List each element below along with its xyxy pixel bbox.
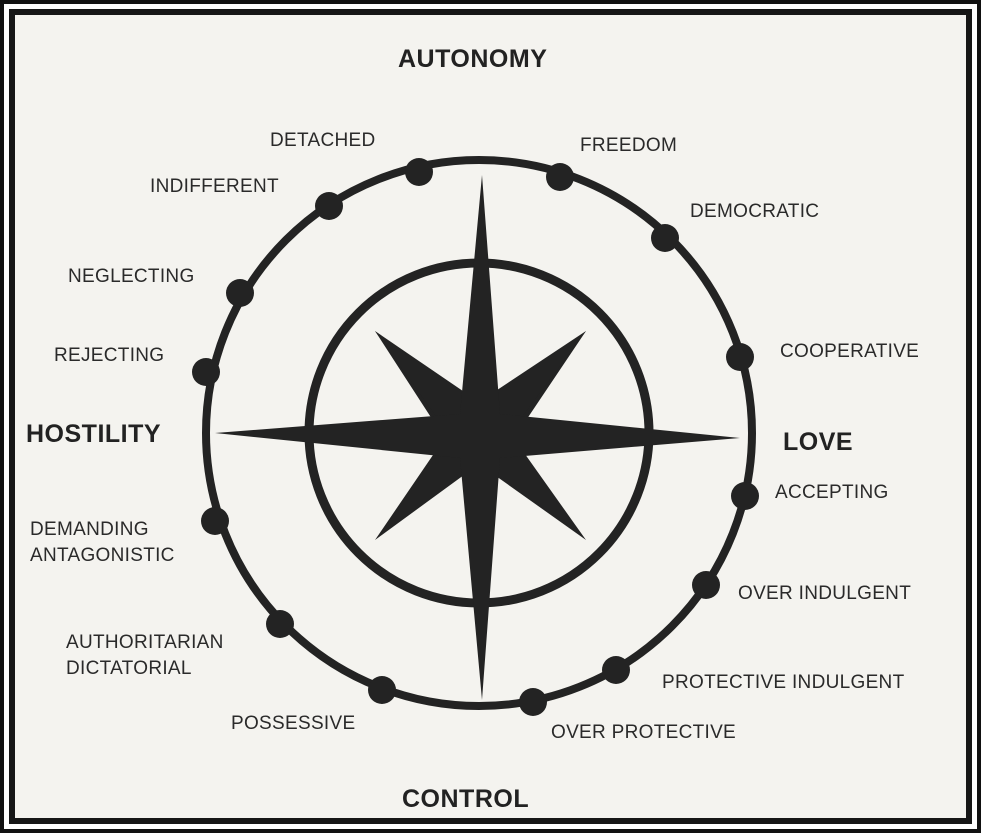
label-possessive: POSSESSIVE — [231, 713, 356, 734]
label-over-protective: OVER PROTECTIVE — [551, 722, 737, 743]
dot-over-protective — [519, 688, 547, 716]
label-antagonistic: ANTAGONISTIC — [30, 545, 175, 566]
label-freedom: FREEDOM — [580, 135, 678, 156]
label-neglecting: NEGLECTING — [68, 266, 195, 287]
dot-detached — [405, 158, 433, 186]
label-over-indulgent: OVER INDULGENT — [738, 583, 912, 604]
axis-left-label: HOSTILITY — [26, 420, 162, 448]
dot-democratic — [651, 224, 679, 252]
dot-authoritarian — [266, 610, 294, 638]
axis-top-label: AUTONOMY — [398, 45, 548, 73]
dot-protective-indulgent — [602, 656, 630, 684]
dot-over-indulgent — [692, 571, 720, 599]
label-accepting: ACCEPTING — [775, 482, 889, 503]
axis-right-label: LOVE — [783, 428, 854, 456]
label-detached: DETACHED — [270, 130, 376, 151]
dot-rejecting — [192, 358, 220, 386]
label-cooperative: COOPERATIVE — [780, 341, 920, 362]
label-dictatorial: DICTATORIAL — [66, 658, 192, 679]
label-rejecting: REJECTING — [54, 345, 165, 366]
label-democratic: DEMOCRATIC — [690, 201, 820, 222]
axis-bottom-label: CONTROL — [402, 785, 530, 813]
label-protective-indulgent: PROTECTIVE INDULGENT — [662, 672, 905, 693]
label-indifferent: INDIFFERENT — [150, 176, 279, 197]
ring-dots — [192, 158, 759, 716]
dot-demanding — [201, 507, 229, 535]
dot-possessive — [368, 676, 396, 704]
compass-star — [215, 175, 740, 700]
label-demanding: DEMANDING — [30, 519, 149, 540]
dot-freedom — [546, 163, 574, 191]
label-authoritarian: AUTHORITARIAN — [66, 632, 224, 653]
dot-neglecting — [226, 279, 254, 307]
dot-cooperative — [726, 343, 754, 371]
outer-ring — [202, 156, 756, 710]
dot-accepting — [731, 482, 759, 510]
dot-indifferent — [315, 192, 343, 220]
